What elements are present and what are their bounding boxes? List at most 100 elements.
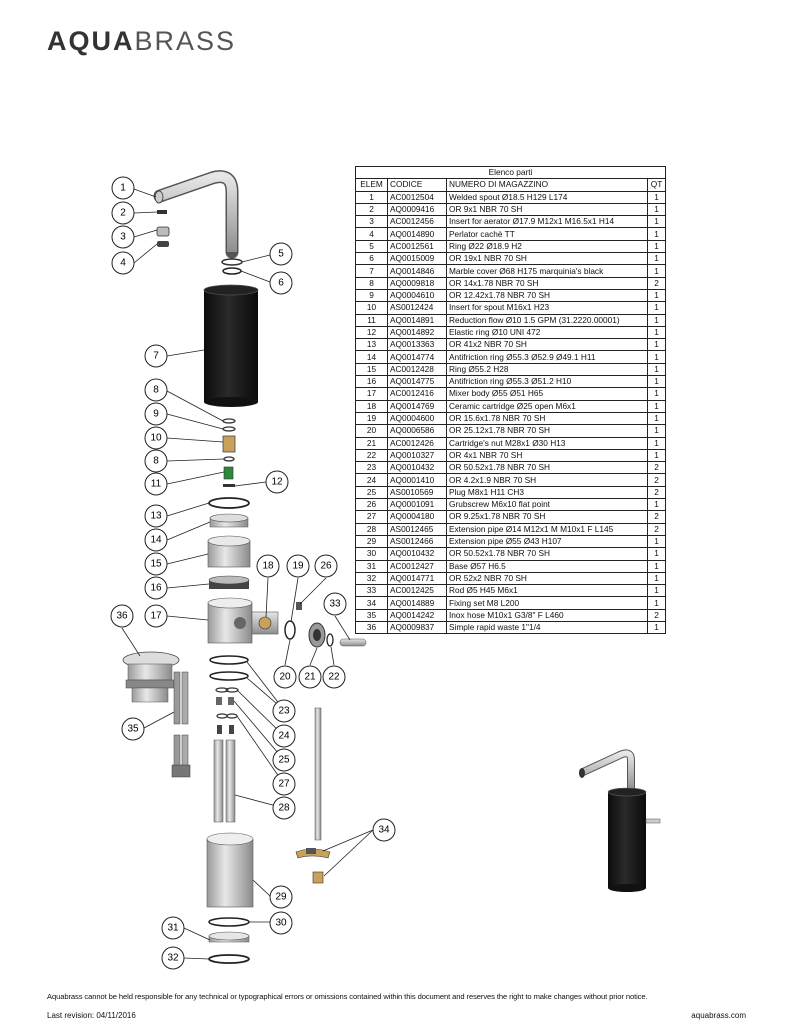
footer-disclaimer: Aquabrass cannot be held responsible for… [47, 992, 648, 1001]
cell-qt: 2 [647, 473, 666, 487]
cell-qt: 1 [647, 227, 666, 241]
cell-code: AQ0013363 [387, 338, 447, 352]
callout-13: 13 [144, 504, 168, 528]
cell-code: AQ0009837 [387, 620, 447, 635]
cell-code: AQ0004180 [387, 510, 447, 524]
cell-qt: 2 [647, 608, 666, 622]
cell-qt: 1 [647, 596, 666, 610]
cell-elem: 34 [355, 596, 388, 610]
cell-qt: 1 [647, 547, 666, 561]
cell-code: AQ0009416 [387, 202, 447, 217]
callout-26: 26 [314, 554, 338, 578]
cell-qt: 1 [647, 498, 666, 512]
brand-logo: AQUABRASS [47, 26, 236, 57]
header-qt: QT [647, 178, 666, 192]
svg-text:35: 35 [127, 724, 139, 735]
callout-21: 21 [298, 665, 322, 689]
cell-elem: 16 [355, 375, 388, 389]
callout-18: 18 [256, 554, 280, 578]
cell-qt: 1 [647, 301, 666, 315]
svg-text:16: 16 [150, 583, 162, 594]
cell-qt: 1 [647, 411, 666, 426]
callout-12: 12 [265, 470, 289, 494]
callout-7: 7 [144, 344, 168, 368]
cell-qt: 2 [647, 522, 666, 536]
svg-text:36: 36 [116, 611, 128, 622]
cell-name: Inox hose M10x1 G3/8" F L460 [446, 608, 648, 622]
cell-code: AQ0014890 [387, 227, 447, 241]
footer-website: aquabrass.com [691, 1011, 746, 1020]
cell-code: AQ0010432 [387, 461, 447, 475]
callout-36: 36 [110, 604, 134, 628]
callout-4: 4 [111, 251, 135, 275]
body-rings [207, 497, 251, 589]
cell-elem: 2 [355, 202, 388, 217]
svg-text:2: 2 [120, 208, 126, 219]
cell-qt: 2 [647, 510, 666, 524]
cell-code: AC0012425 [387, 584, 447, 598]
cell-elem: 9 [355, 288, 388, 303]
cell-elem: 5 [355, 239, 388, 254]
lower-rings [209, 655, 249, 734]
callout-30: 30 [269, 911, 293, 935]
cell-qt: 1 [647, 202, 666, 217]
cell-elem: 36 [355, 620, 388, 635]
cell-code: AQ0014892 [387, 325, 447, 340]
rapid-waste-part [122, 651, 180, 703]
aerator-parts [156, 210, 170, 247]
cell-qt: 1 [647, 436, 666, 450]
callout-35: 35 [121, 717, 145, 741]
callout-8: 8 [144, 378, 168, 402]
svg-text:1: 1 [120, 183, 126, 194]
svg-text:13: 13 [150, 511, 162, 522]
cell-qt: 2 [647, 276, 666, 290]
cell-elem: 30 [355, 547, 388, 561]
cell-name: Elastic ring Ø10 UNI 472 [446, 325, 648, 340]
svg-text:15: 15 [150, 559, 162, 570]
cell-name: Ring Ø22 Ø18.9 H2 [446, 239, 648, 254]
cell-qt: 1 [647, 387, 666, 401]
parts-list-table: Elenco parti ELEM CODICE NUMERO DI MAGAZ… [355, 165, 666, 635]
svg-text:26: 26 [320, 561, 332, 572]
svg-text:3: 3 [120, 232, 126, 243]
cell-code: AC0012456 [387, 215, 447, 229]
svg-text:23: 23 [278, 706, 290, 717]
svg-text:4: 4 [120, 258, 126, 269]
cell-elem: 28 [355, 522, 388, 536]
svg-text:22: 22 [328, 672, 340, 683]
svg-text:5: 5 [278, 249, 284, 260]
cell-name: OR 50.52x1.78 NBR 70 SH [446, 547, 648, 561]
svg-text:10: 10 [150, 433, 162, 444]
svg-text:34: 34 [378, 825, 390, 836]
cell-name: OR 14x1.78 NBR 70 SH [446, 276, 648, 290]
svg-text:17: 17 [150, 611, 162, 622]
cell-code: AQ0014242 [387, 608, 447, 622]
cell-name: OR 41x2 NBR 70 SH [446, 338, 648, 352]
cell-elem: 6 [355, 252, 388, 266]
footer-revision: Last revision: 04/11/2016 [47, 1011, 136, 1020]
cell-name: Ring Ø55.2 H28 [446, 362, 648, 377]
callout-20: 20 [273, 665, 297, 689]
svg-text:18: 18 [262, 561, 274, 572]
callouts: 1 2 3 4 5 6 7 8 9 10 8 11 12 13 14 15 16… [110, 176, 396, 970]
cell-elem: 23 [355, 461, 388, 475]
cell-name: OR 25.12x1.78 NBR 70 SH [446, 424, 648, 438]
cell-code: AQ0004600 [387, 411, 447, 426]
callout-31: 31 [161, 916, 185, 940]
cell-name: Cartridge's nut M28x1 Ø30 H13 [446, 436, 648, 450]
cell-code: AQ0010432 [387, 547, 447, 561]
cell-name: Extension pipe Ø55 Ø43 H107 [446, 534, 648, 549]
